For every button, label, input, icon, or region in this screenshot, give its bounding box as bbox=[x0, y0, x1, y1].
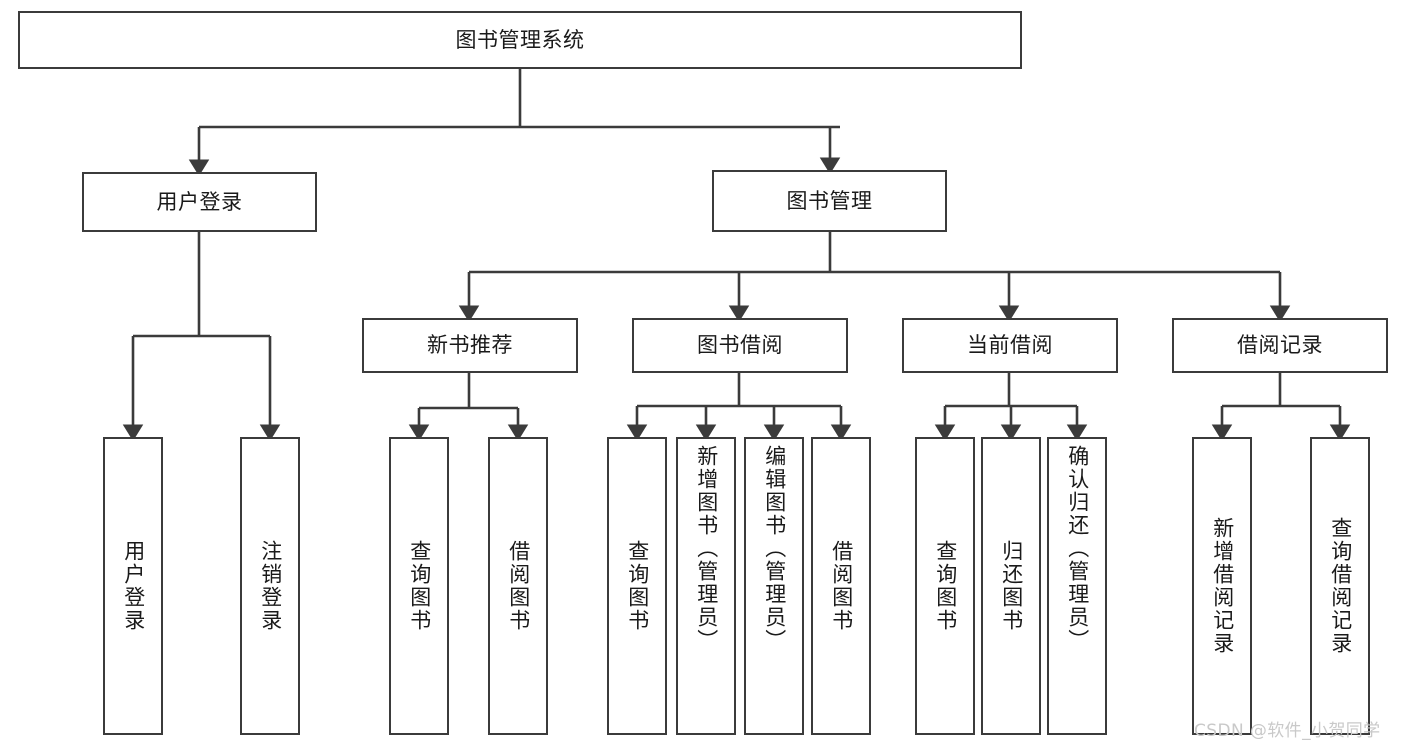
leaf-user-login[interactable]: 用户登录 bbox=[103, 437, 163, 735]
node-label: 新增图书（管理员） bbox=[694, 445, 719, 652]
node-label: 查询图书 bbox=[933, 540, 958, 632]
node-current-borrow[interactable]: 当前借阅 bbox=[902, 318, 1118, 373]
node-label: 查询借阅记录 bbox=[1328, 517, 1353, 655]
leaf-query-book-recommend[interactable]: 查询图书 bbox=[389, 437, 449, 735]
leaf-return-book[interactable]: 归还图书 bbox=[981, 437, 1041, 735]
node-label: 查询图书 bbox=[625, 540, 650, 632]
node-borrow-record[interactable]: 借阅记录 bbox=[1172, 318, 1388, 373]
leaf-borrow-book[interactable]: 借阅图书 bbox=[811, 437, 871, 735]
node-book-management[interactable]: 图书管理 bbox=[712, 170, 947, 232]
leaf-add-borrow-record[interactable]: 新增借阅记录 bbox=[1192, 437, 1252, 735]
leaf-confirm-return-admin[interactable]: 确认归还（管理员） bbox=[1047, 437, 1107, 735]
node-label: 归还图书 bbox=[999, 540, 1024, 632]
node-label: 查询图书 bbox=[407, 540, 432, 632]
csdn-watermark: CSDN @软件_小贺同学 bbox=[1194, 721, 1381, 741]
node-new-book-recommend[interactable]: 新书推荐 bbox=[362, 318, 578, 373]
node-label: 确认归还（管理员） bbox=[1065, 445, 1090, 652]
node-label: 新增借阅记录 bbox=[1210, 517, 1235, 655]
node-label: 图书管理系统 bbox=[455, 27, 585, 52]
node-label: 图书管理 bbox=[786, 188, 873, 213]
leaf-query-borrow-record[interactable]: 查询借阅记录 bbox=[1310, 437, 1370, 735]
leaf-edit-book-admin[interactable]: 编辑图书（管理员） bbox=[744, 437, 804, 735]
node-label: 编辑图书（管理员） bbox=[762, 445, 787, 652]
node-label: 借阅图书 bbox=[829, 540, 854, 632]
node-label: 借阅图书 bbox=[506, 540, 531, 632]
leaf-query-book-borrow[interactable]: 查询图书 bbox=[607, 437, 667, 735]
node-root-library-system[interactable]: 图书管理系统 bbox=[18, 11, 1022, 69]
node-book-borrow[interactable]: 图书借阅 bbox=[632, 318, 848, 373]
leaf-add-book-admin[interactable]: 新增图书（管理员） bbox=[676, 437, 736, 735]
node-label: 借阅记录 bbox=[1237, 333, 1323, 358]
leaf-logout[interactable]: 注销登录 bbox=[240, 437, 300, 735]
node-label: 注销登录 bbox=[258, 540, 283, 632]
node-label: 图书借阅 bbox=[697, 333, 783, 358]
node-label: 用户登录 bbox=[156, 189, 243, 214]
leaf-query-book-current[interactable]: 查询图书 bbox=[915, 437, 975, 735]
node-label: 当前借阅 bbox=[967, 333, 1053, 358]
node-label: 用户登录 bbox=[121, 540, 146, 632]
node-user-login[interactable]: 用户登录 bbox=[82, 172, 317, 232]
leaf-borrow-book-recommend[interactable]: 借阅图书 bbox=[488, 437, 548, 735]
node-label: 新书推荐 bbox=[427, 333, 513, 358]
